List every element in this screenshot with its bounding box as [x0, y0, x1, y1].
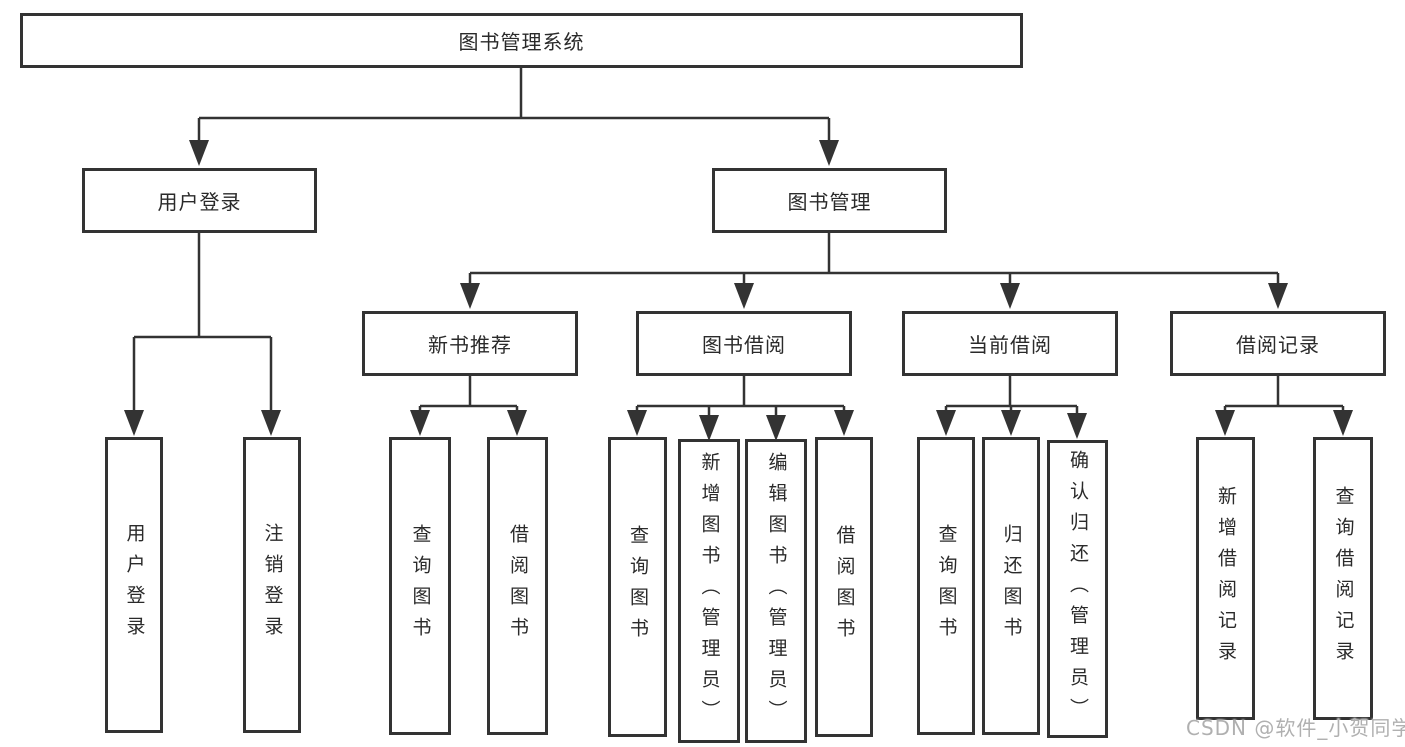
node-borrow-records: 借阅记录	[1170, 311, 1386, 376]
leaf-borrow-books-borrowing-label: 借阅图书	[833, 525, 856, 649]
node-book-borrowing: 图书借阅	[636, 311, 852, 376]
leaf-return-book-label: 归还图书	[1000, 524, 1023, 648]
leaf-query-books-recommend-label: 查询图书	[409, 524, 432, 648]
leaf-edit-book-admin-label: 编辑图书（管理员）	[765, 451, 788, 731]
leaf-user-login: 用户登录	[105, 437, 163, 733]
leaf-borrow-books-borrowing: 借阅图书	[815, 437, 873, 737]
node-user-login-label: 用户登录	[157, 190, 242, 214]
leaf-add-book-admin-label: 新增图书（管理员）	[698, 451, 721, 731]
leaf-query-borrow-record-label: 查询借阅记录	[1332, 485, 1355, 672]
node-book-borrowing-label: 图书借阅	[702, 333, 786, 357]
leaf-add-borrow-record: 新增借阅记录	[1196, 437, 1255, 720]
node-current-borrowing: 当前借阅	[902, 311, 1118, 376]
leaf-logout-label: 注销登录	[261, 523, 284, 647]
leaf-user-login-label: 用户登录	[123, 523, 146, 647]
node-root: 图书管理系统	[20, 13, 1023, 68]
node-root-label: 图书管理系统	[458, 30, 585, 54]
node-new-book-recommend: 新书推荐	[362, 311, 578, 376]
leaf-query-books-current: 查询图书	[917, 437, 975, 735]
leaf-add-book-admin: 新增图书（管理员）	[678, 439, 740, 743]
node-user-login: 用户登录	[82, 168, 317, 233]
leaf-query-books-borrowing-label: 查询图书	[627, 525, 649, 649]
leaf-query-books-current-label: 查询图书	[935, 524, 958, 648]
node-current-borrowing-label: 当前借阅	[968, 333, 1052, 357]
leaf-confirm-return-admin: 确认归还（管理员）	[1047, 440, 1108, 738]
leaf-query-borrow-record: 查询借阅记录	[1313, 437, 1373, 720]
leaf-add-borrow-record-label: 新增借阅记录	[1215, 485, 1237, 672]
node-book-management-label: 图书管理	[787, 190, 872, 214]
leaf-return-book: 归还图书	[982, 437, 1040, 735]
node-new-book-recommend-label: 新书推荐	[428, 333, 512, 357]
leaf-logout: 注销登录	[243, 437, 301, 733]
csdn-watermark: CSDN @软件_小贺同学	[1186, 716, 1405, 740]
leaf-confirm-return-admin-label: 确认归还（管理员）	[1067, 449, 1089, 729]
node-borrow-records-label: 借阅记录	[1236, 333, 1320, 357]
node-book-management: 图书管理	[712, 168, 947, 233]
leaf-query-books-borrowing: 查询图书	[608, 437, 667, 737]
leaf-borrow-books-recommend-label: 借阅图书	[507, 524, 529, 648]
leaf-query-books-recommend: 查询图书	[389, 437, 451, 735]
leaf-borrow-books-recommend: 借阅图书	[487, 437, 548, 735]
leaf-edit-book-admin: 编辑图书（管理员）	[745, 439, 807, 743]
